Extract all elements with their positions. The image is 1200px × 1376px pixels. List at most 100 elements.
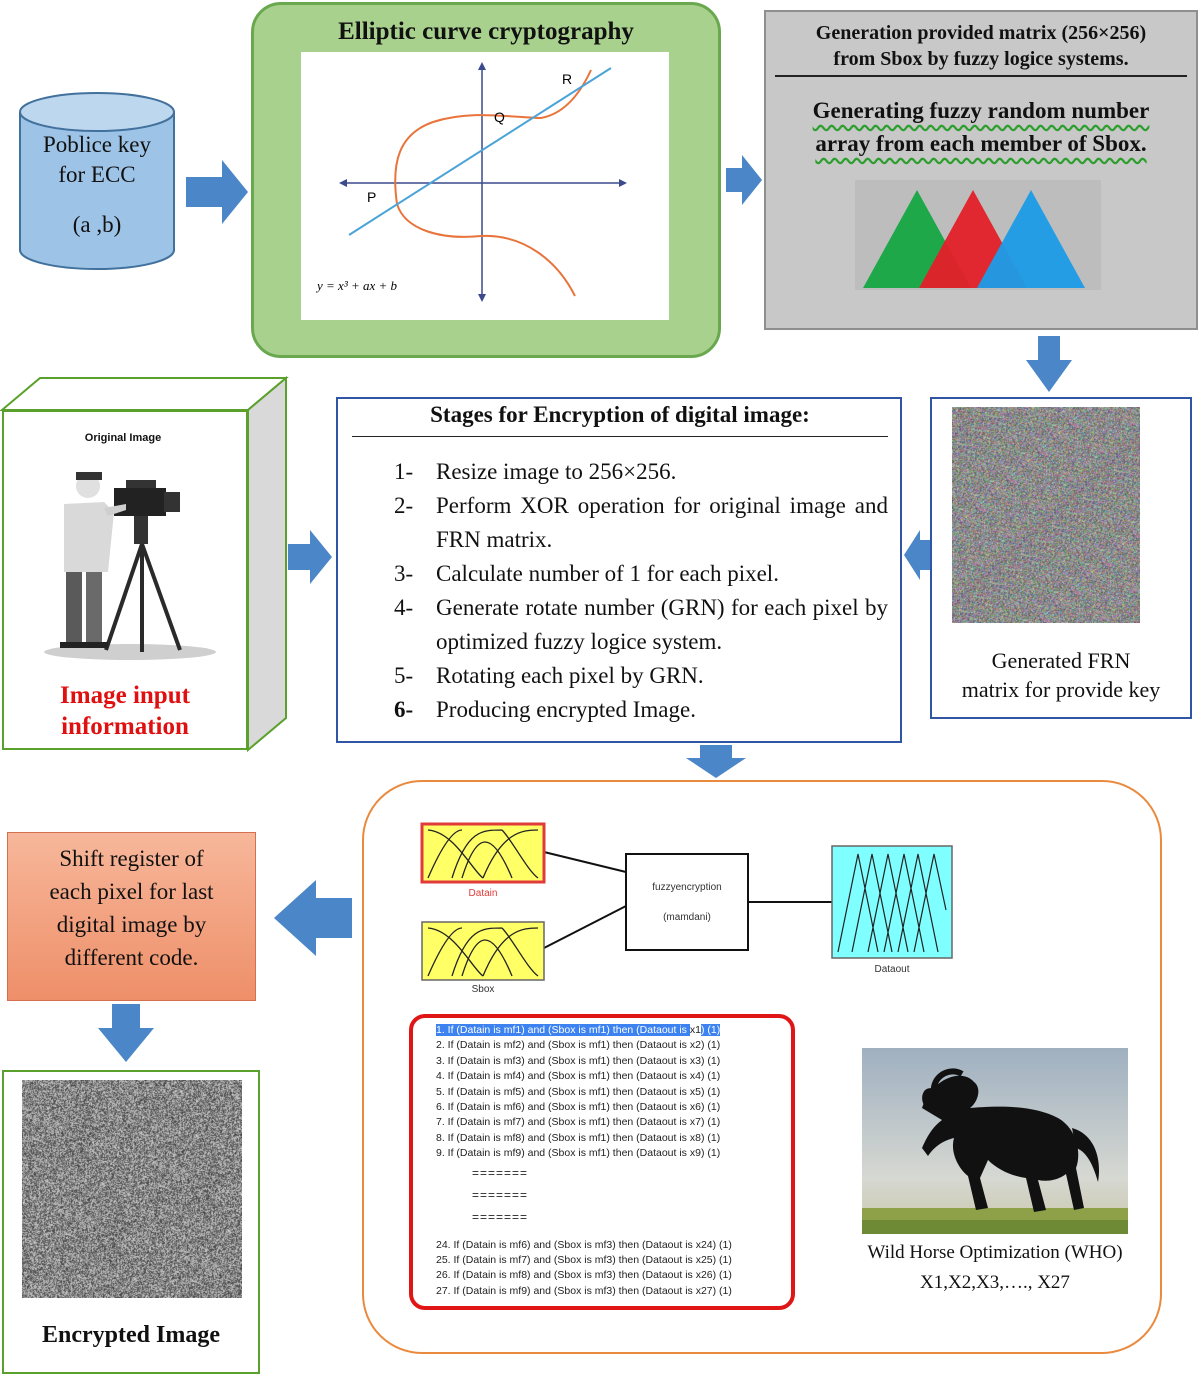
- stage-number: 4-: [394, 595, 414, 620]
- ecc-title: Elliptic curve cryptography: [338, 18, 634, 45]
- frn-label-line1: Generated FRN: [991, 648, 1131, 673]
- rule-suffix: ) (1): [700, 1054, 721, 1067]
- rule-text: 27. If (Datain is mf9) and (Sbox is mf3)…: [436, 1284, 696, 1297]
- rule-suffix: ) (1): [700, 1147, 721, 1160]
- rule-text: 7. If (Datain is mf7) and (Sbox is mf1) …: [436, 1116, 690, 1129]
- stage-text: Rotating each pixel by GRN.: [436, 663, 704, 688]
- system-label-line1: fuzzyencryption: [652, 882, 721, 893]
- box-side-face: [247, 375, 287, 753]
- who-title: Wild Horse Optimization (WHO): [867, 1242, 1123, 1263]
- arrow-left-1: [904, 530, 932, 580]
- rule-row: 7. If (Datain is mf7) and (Sbox is mf1) …: [436, 1115, 786, 1130]
- datain-label: Datain: [469, 888, 498, 899]
- rule-suffix: ) (1): [700, 1085, 721, 1098]
- rule-row: 8. If (Datain is mf8) and (Sbox is mf1) …: [436, 1131, 786, 1146]
- rule-suffix: ) (1): [700, 1131, 721, 1144]
- generation-separator: [775, 75, 1187, 77]
- arrow-right-3: [288, 530, 332, 584]
- horse-photo: [862, 1048, 1128, 1234]
- rule-suffix: ) (1): [712, 1238, 732, 1251]
- public-key-line2: for ECC: [58, 162, 136, 187]
- who-params: X1,X2,X3,…., X27: [920, 1272, 1070, 1293]
- rule-suffix: ) (1): [700, 1039, 721, 1052]
- rule-row: 2. If (Datain is mf2) and (Sbox is mf1) …: [436, 1038, 786, 1053]
- stage-text: Generate rotate number (GRN) for each pi…: [436, 595, 888, 654]
- triangles-figure: [863, 190, 1085, 288]
- rule-text: 9. If (Datain is mf9) and (Sbox is mf1) …: [436, 1147, 690, 1160]
- rule-row: 26. If (Datain is mf8) and (Sbox is mf3)…: [436, 1268, 786, 1283]
- stage-item: 1- Resize image to 256×256.: [394, 455, 888, 489]
- arrow-right-1: [186, 160, 248, 224]
- rule-row: 6. If (Datain is mf6) and (Sbox is mf1) …: [436, 1100, 786, 1115]
- rule-x: x26: [695, 1269, 713, 1282]
- shift-register-box: [7, 832, 256, 1001]
- arrow-left-2: [274, 880, 352, 956]
- rule-x: x3: [689, 1054, 701, 1067]
- stage-item: 3-Calculate number of 1 for each pixel.: [394, 557, 888, 591]
- elliptic-curve-figure: P Q R y = x³ + ax + b: [315, 62, 627, 302]
- rule-ellipsis: =======: [472, 1165, 529, 1180]
- rule-suffix: ) (1): [712, 1284, 732, 1297]
- arrow-down-1: [1026, 336, 1072, 392]
- rule-text: 4. If (Datain is mf4) and (Sbox is mf1) …: [436, 1070, 690, 1083]
- rule-text: 8. If (Datain is mf8) and (Sbox is mf1) …: [436, 1131, 690, 1144]
- rule-x: x25: [695, 1254, 713, 1267]
- generation-subtitle: Generating fuzzy random number array fro…: [770, 94, 1192, 160]
- rule-row: 4. If (Datain is mf4) and (Sbox is mf1) …: [436, 1069, 786, 1084]
- stages-separator: [352, 436, 888, 437]
- ecc-curve-panel: P Q R y = x³ + ax + b: [301, 52, 669, 320]
- stage-number: 2-: [394, 493, 414, 518]
- stage-number: 6-: [394, 697, 414, 722]
- generation-title: Generation provided matrix (256×256) fro…: [770, 20, 1192, 72]
- stage-number: 1-: [394, 459, 414, 484]
- public-key-text: Poblice key for ECC: [20, 130, 174, 190]
- stage-text: Producing encrypted Image.: [436, 697, 696, 722]
- system-label-line2: (mamdani): [663, 912, 711, 923]
- rule-text: 1. If (Datain is mf1) and (Sbox is mf1) …: [436, 1024, 690, 1036]
- stage-item: 4- Generate rotate number (GRN) for each …: [394, 591, 888, 659]
- point-r: R: [562, 71, 572, 87]
- generation-title-line2: from Sbox by fuzzy logice systems.: [833, 48, 1129, 70]
- shift-line: Shift register of: [59, 846, 204, 871]
- fuzzy-rules-list: 1. If (Datain is mf1) and (Sbox is mf1) …: [436, 1023, 786, 1299]
- rule-row: 1. If (Datain is mf1) and (Sbox is mf1) …: [436, 1023, 786, 1038]
- rule-x: x7: [689, 1116, 701, 1129]
- rule-ellipsis: =======: [472, 1209, 529, 1224]
- stage-item: 2-Perform XOR operation for original ima…: [394, 489, 888, 557]
- stage-text: Resize image to 256×256.: [436, 459, 677, 484]
- shift-line: different code.: [64, 945, 199, 970]
- frn-label-line2: matrix for provide key: [961, 677, 1161, 702]
- rule-x: x5: [689, 1085, 701, 1098]
- rule-row: 9. If (Datain is mf9) and (Sbox is mf1) …: [436, 1146, 786, 1161]
- original-image-caption: Original Image: [84, 432, 162, 444]
- arrow-down-3: [98, 1004, 154, 1062]
- generation-sub-line2: array from each member of Sbox.: [815, 131, 1147, 156]
- rule-suffix: ) (1): [700, 1116, 721, 1129]
- rule-suffix: ) (1): [700, 1070, 721, 1083]
- encrypted-label: Encrypted Image: [42, 1322, 220, 1348]
- public-key-cylinder: [19, 92, 175, 270]
- rule-text: 5. If (Datain is mf5) and (Sbox is mf1) …: [436, 1085, 690, 1098]
- image-input-label-line2: information: [61, 713, 189, 740]
- stage-item: 5-Rotating each pixel by GRN.: [394, 659, 888, 693]
- shift-line: each pixel for last: [49, 879, 214, 904]
- rule-text: 3. If (Datain is mf3) and (Sbox is mf1) …: [436, 1054, 690, 1067]
- image-input-label-line1: Image input: [60, 682, 190, 709]
- flow-arrows: [98, 155, 1072, 1062]
- rule-row: 27. If (Datain is mf9) and (Sbox is mf3)…: [436, 1284, 786, 1299]
- point-q: Q: [494, 109, 505, 125]
- rule-x: x27: [695, 1284, 713, 1297]
- rule-x: x4: [689, 1070, 701, 1083]
- rule-x: x1: [689, 1024, 701, 1036]
- cameraman-figure: [44, 472, 216, 660]
- rule-row: 3. If (Datain is mf3) and (Sbox is mf1) …: [436, 1054, 786, 1069]
- rule-suffix: ) (1): [712, 1254, 732, 1267]
- rule-x: x8: [689, 1131, 701, 1144]
- encrypted-image: [22, 1080, 242, 1298]
- point-p: P: [367, 189, 376, 205]
- rule-x: x6: [689, 1101, 701, 1114]
- fuzzy-structure-figure: Datain Sbox fuzzyencryption (mamdani) Da…: [420, 822, 953, 995]
- rule-row: 5. If (Datain is mf5) and (Sbox is mf1) …: [436, 1085, 786, 1100]
- arrow-down-2: [686, 745, 746, 778]
- dataout-label: Dataout: [874, 964, 909, 975]
